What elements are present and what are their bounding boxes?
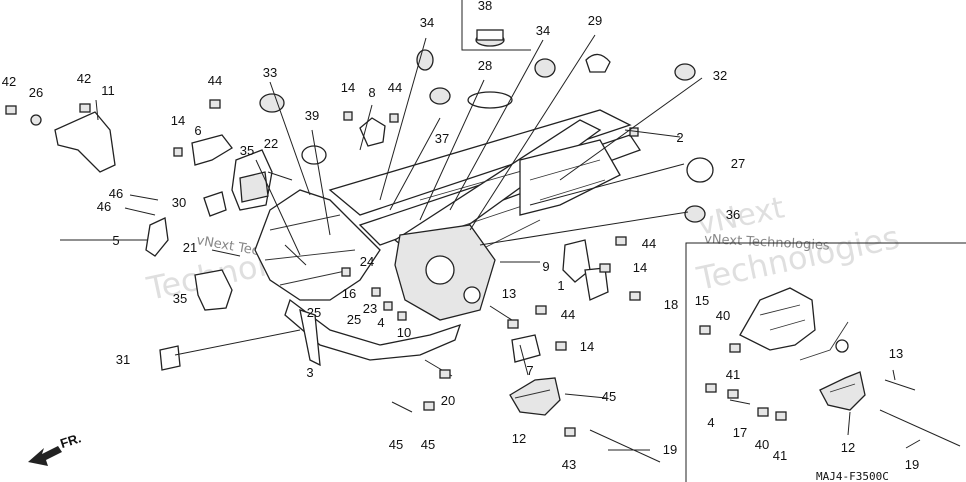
callout: 4 xyxy=(377,315,384,330)
callout: 3 xyxy=(306,365,313,380)
callout: 13 xyxy=(502,286,516,301)
callout: 15 xyxy=(695,293,709,308)
callout: 9 xyxy=(542,259,549,274)
front-arrow-label: FR. xyxy=(58,430,83,451)
callout: 40 xyxy=(755,437,769,452)
callout: 38 xyxy=(478,0,492,13)
callout: 34 xyxy=(420,15,434,30)
main-frame-illustration xyxy=(5,34,961,463)
callout: 24 xyxy=(360,254,374,269)
callout: 14 xyxy=(341,80,355,95)
inset-frame xyxy=(685,242,966,482)
callout: 44 xyxy=(388,80,402,95)
callout-labels: 42 26 42 11 44 33 34 38 34 29 28 32 14 4… xyxy=(2,0,919,472)
callout: 23 xyxy=(363,301,377,316)
callout: 22 xyxy=(264,136,278,151)
drawing-code: MAJ4-F3500C xyxy=(816,470,889,482)
callout: 28 xyxy=(478,58,492,73)
callout: 5 xyxy=(112,233,119,248)
callout: 16 xyxy=(342,286,356,301)
callout: 14 xyxy=(633,260,647,275)
callout: 27 xyxy=(731,156,745,171)
callout: 46 xyxy=(109,186,123,201)
callout: 13 xyxy=(889,346,903,361)
callout: 31 xyxy=(116,352,130,367)
callout: 45 xyxy=(389,437,403,452)
callout: 34 xyxy=(536,23,550,38)
callout: 30 xyxy=(172,195,186,210)
callout: 42 xyxy=(77,71,91,86)
callout: 33 xyxy=(263,65,277,80)
callout: 45 xyxy=(421,437,435,452)
callout: 46 xyxy=(97,199,111,214)
callout: 12 xyxy=(841,440,855,455)
callout: 6 xyxy=(194,123,201,138)
callout: 35 xyxy=(240,143,254,158)
callout: 44 xyxy=(208,73,222,88)
callout: 10 xyxy=(397,325,411,340)
callout: 39 xyxy=(305,108,319,123)
callout: 1 xyxy=(557,278,564,293)
callout: 41 xyxy=(726,367,740,382)
callout: 25 xyxy=(307,305,321,320)
callout: 17 xyxy=(733,425,747,440)
callout: 45 xyxy=(602,389,616,404)
callout: 19 xyxy=(905,457,919,472)
callout: 32 xyxy=(713,68,727,83)
callout: 37 xyxy=(435,131,449,146)
callout: 41 xyxy=(773,448,787,463)
callout: 35 xyxy=(173,291,187,306)
callout: 20 xyxy=(441,393,455,408)
callout: 8 xyxy=(368,85,375,100)
callout: 14 xyxy=(580,339,594,354)
callout: 2 xyxy=(676,130,683,145)
callout: 21 xyxy=(183,240,197,255)
front-direction-arrow-icon xyxy=(28,446,62,466)
callout: 42 xyxy=(2,74,16,89)
clamp-38-frame xyxy=(461,0,531,51)
callout: 19 xyxy=(663,442,677,457)
callout: 7 xyxy=(526,363,533,378)
callout: 4 xyxy=(707,415,714,430)
callout: 14 xyxy=(171,113,185,128)
callout: 40 xyxy=(716,308,730,323)
callout: 25 xyxy=(347,312,361,327)
callout: 43 xyxy=(562,457,576,472)
callout: 29 xyxy=(588,13,602,28)
callout: 36 xyxy=(726,207,740,222)
callout: 44 xyxy=(561,307,575,322)
callout: 44 xyxy=(642,236,656,251)
callout: 12 xyxy=(512,431,526,446)
callout: 26 xyxy=(29,85,43,100)
callout: 11 xyxy=(101,83,115,98)
callout: 18 xyxy=(664,297,678,312)
